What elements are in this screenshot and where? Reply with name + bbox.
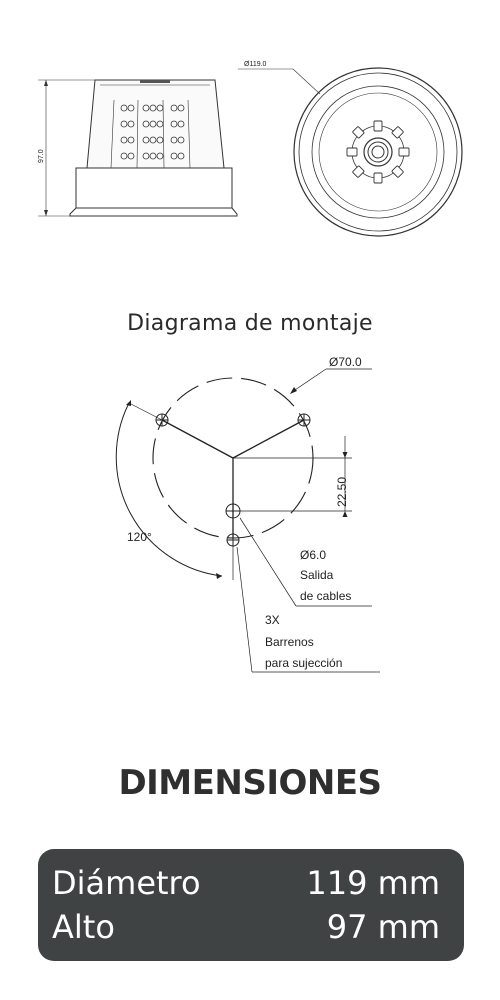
circle-diameter-label: Ø70.0 xyxy=(329,355,362,369)
count-label: 3X xyxy=(265,613,280,627)
montaje-title: Diagrama de montaje xyxy=(127,311,373,336)
dimensions-title: DIMENSIONES xyxy=(118,763,382,803)
dimension-label: Alto xyxy=(52,908,115,946)
height-label: 97.0 xyxy=(38,149,45,163)
dimension-value: 119 mm xyxy=(306,864,440,902)
mount-text-1: Barrenos xyxy=(265,635,314,649)
dimension-row-height: Alto 97 mm xyxy=(52,907,440,947)
mount-text-2: para sujección xyxy=(265,656,342,670)
dimensions-box: Diámetro 119 mm Alto 97 mm xyxy=(38,849,464,961)
mounting-diagram xyxy=(115,368,380,673)
angle-label: 120° xyxy=(127,530,152,544)
offset-label: 22.50 xyxy=(335,477,349,507)
dimension-label: Diámetro xyxy=(52,864,201,902)
top-view xyxy=(238,67,463,237)
hole-diameter-label: Ø6.0 xyxy=(300,548,326,562)
dimension-value: 97 mm xyxy=(326,908,440,946)
diameter-label: Ø119.0 xyxy=(244,61,267,68)
dimension-row-diameter: Diámetro 119 mm xyxy=(52,863,440,903)
hole-text-1: Salida xyxy=(300,568,334,582)
side-view xyxy=(38,79,238,217)
hole-text-2: de cables xyxy=(300,589,351,603)
